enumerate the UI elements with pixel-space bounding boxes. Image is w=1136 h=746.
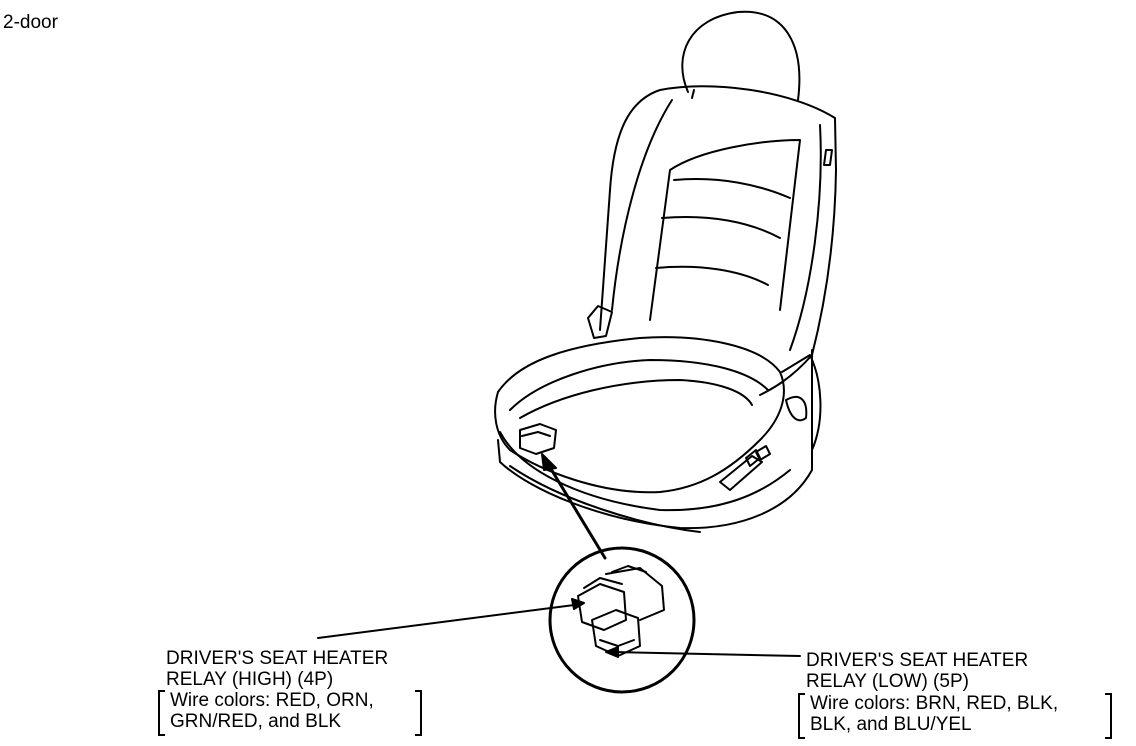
recline-lever xyxy=(587,305,613,339)
relay-high xyxy=(577,583,627,631)
relay-high-wire-line-2: GRN/RED, and BLK xyxy=(170,711,342,732)
variant-label: 2-door xyxy=(3,12,58,33)
callout-arrow-head xyxy=(541,453,557,471)
relay-low-title-1: DRIVER'S SEAT HEATER xyxy=(806,650,1029,671)
relay-housing xyxy=(605,567,665,621)
relay-low-wire-colors: Wire colors: BRN, RED, BLK, BLK, and BLU… xyxy=(798,693,1112,739)
leader-low-head xyxy=(605,646,619,658)
panel-line-2 xyxy=(661,215,781,239)
relay-housing-top xyxy=(611,565,647,573)
cushion-front xyxy=(499,431,791,512)
relay-low-wire-line-1: Wire colors: BRN, RED, BLK, xyxy=(810,693,1059,714)
relay-low xyxy=(591,609,641,657)
panel-line-3 xyxy=(655,265,769,286)
seat-side-tab xyxy=(823,149,833,166)
relay-high-title-2: RELAY (HIGH) (4P) xyxy=(166,669,334,690)
leader-low xyxy=(611,651,801,657)
leader-high xyxy=(317,603,583,639)
relay-high-wire-line-1: Wire colors: RED, ORN, xyxy=(170,690,374,711)
seat-base-lower xyxy=(509,465,701,533)
seat-back xyxy=(599,85,837,396)
seat-connector-face xyxy=(521,431,551,437)
relay-low-wire-line-2: BLK, and BLU/YEL xyxy=(810,714,972,735)
relay-low-face xyxy=(599,639,635,647)
side-recess xyxy=(785,395,808,422)
seat-back-panel xyxy=(649,139,801,321)
relay-low-title-2: RELAY (LOW) (5P) xyxy=(806,671,969,692)
relay-high-top xyxy=(583,577,623,589)
seat-back-inner xyxy=(611,99,673,311)
cushion-inner xyxy=(509,359,769,411)
seat-switch-small-2 xyxy=(755,445,771,461)
relay-high-wire-colors: Wire colors: RED, ORN, GRN/RED, and BLK xyxy=(158,690,422,736)
headrest xyxy=(681,10,801,101)
seat-side-panel xyxy=(781,354,822,451)
headrest-stem-left xyxy=(691,89,695,99)
seat-back-edge xyxy=(789,124,822,351)
leader-high-head xyxy=(571,598,585,610)
seat-switch-long xyxy=(719,455,763,491)
callout-arrow-shaft xyxy=(546,462,607,560)
panel-line-1 xyxy=(673,178,791,199)
cushion-panel xyxy=(519,379,753,419)
relay-high-title-1: DRIVER'S SEAT HEATER xyxy=(166,648,389,669)
zoom-circle xyxy=(548,546,696,694)
seat-connector xyxy=(519,423,557,455)
seat-base xyxy=(497,349,813,530)
